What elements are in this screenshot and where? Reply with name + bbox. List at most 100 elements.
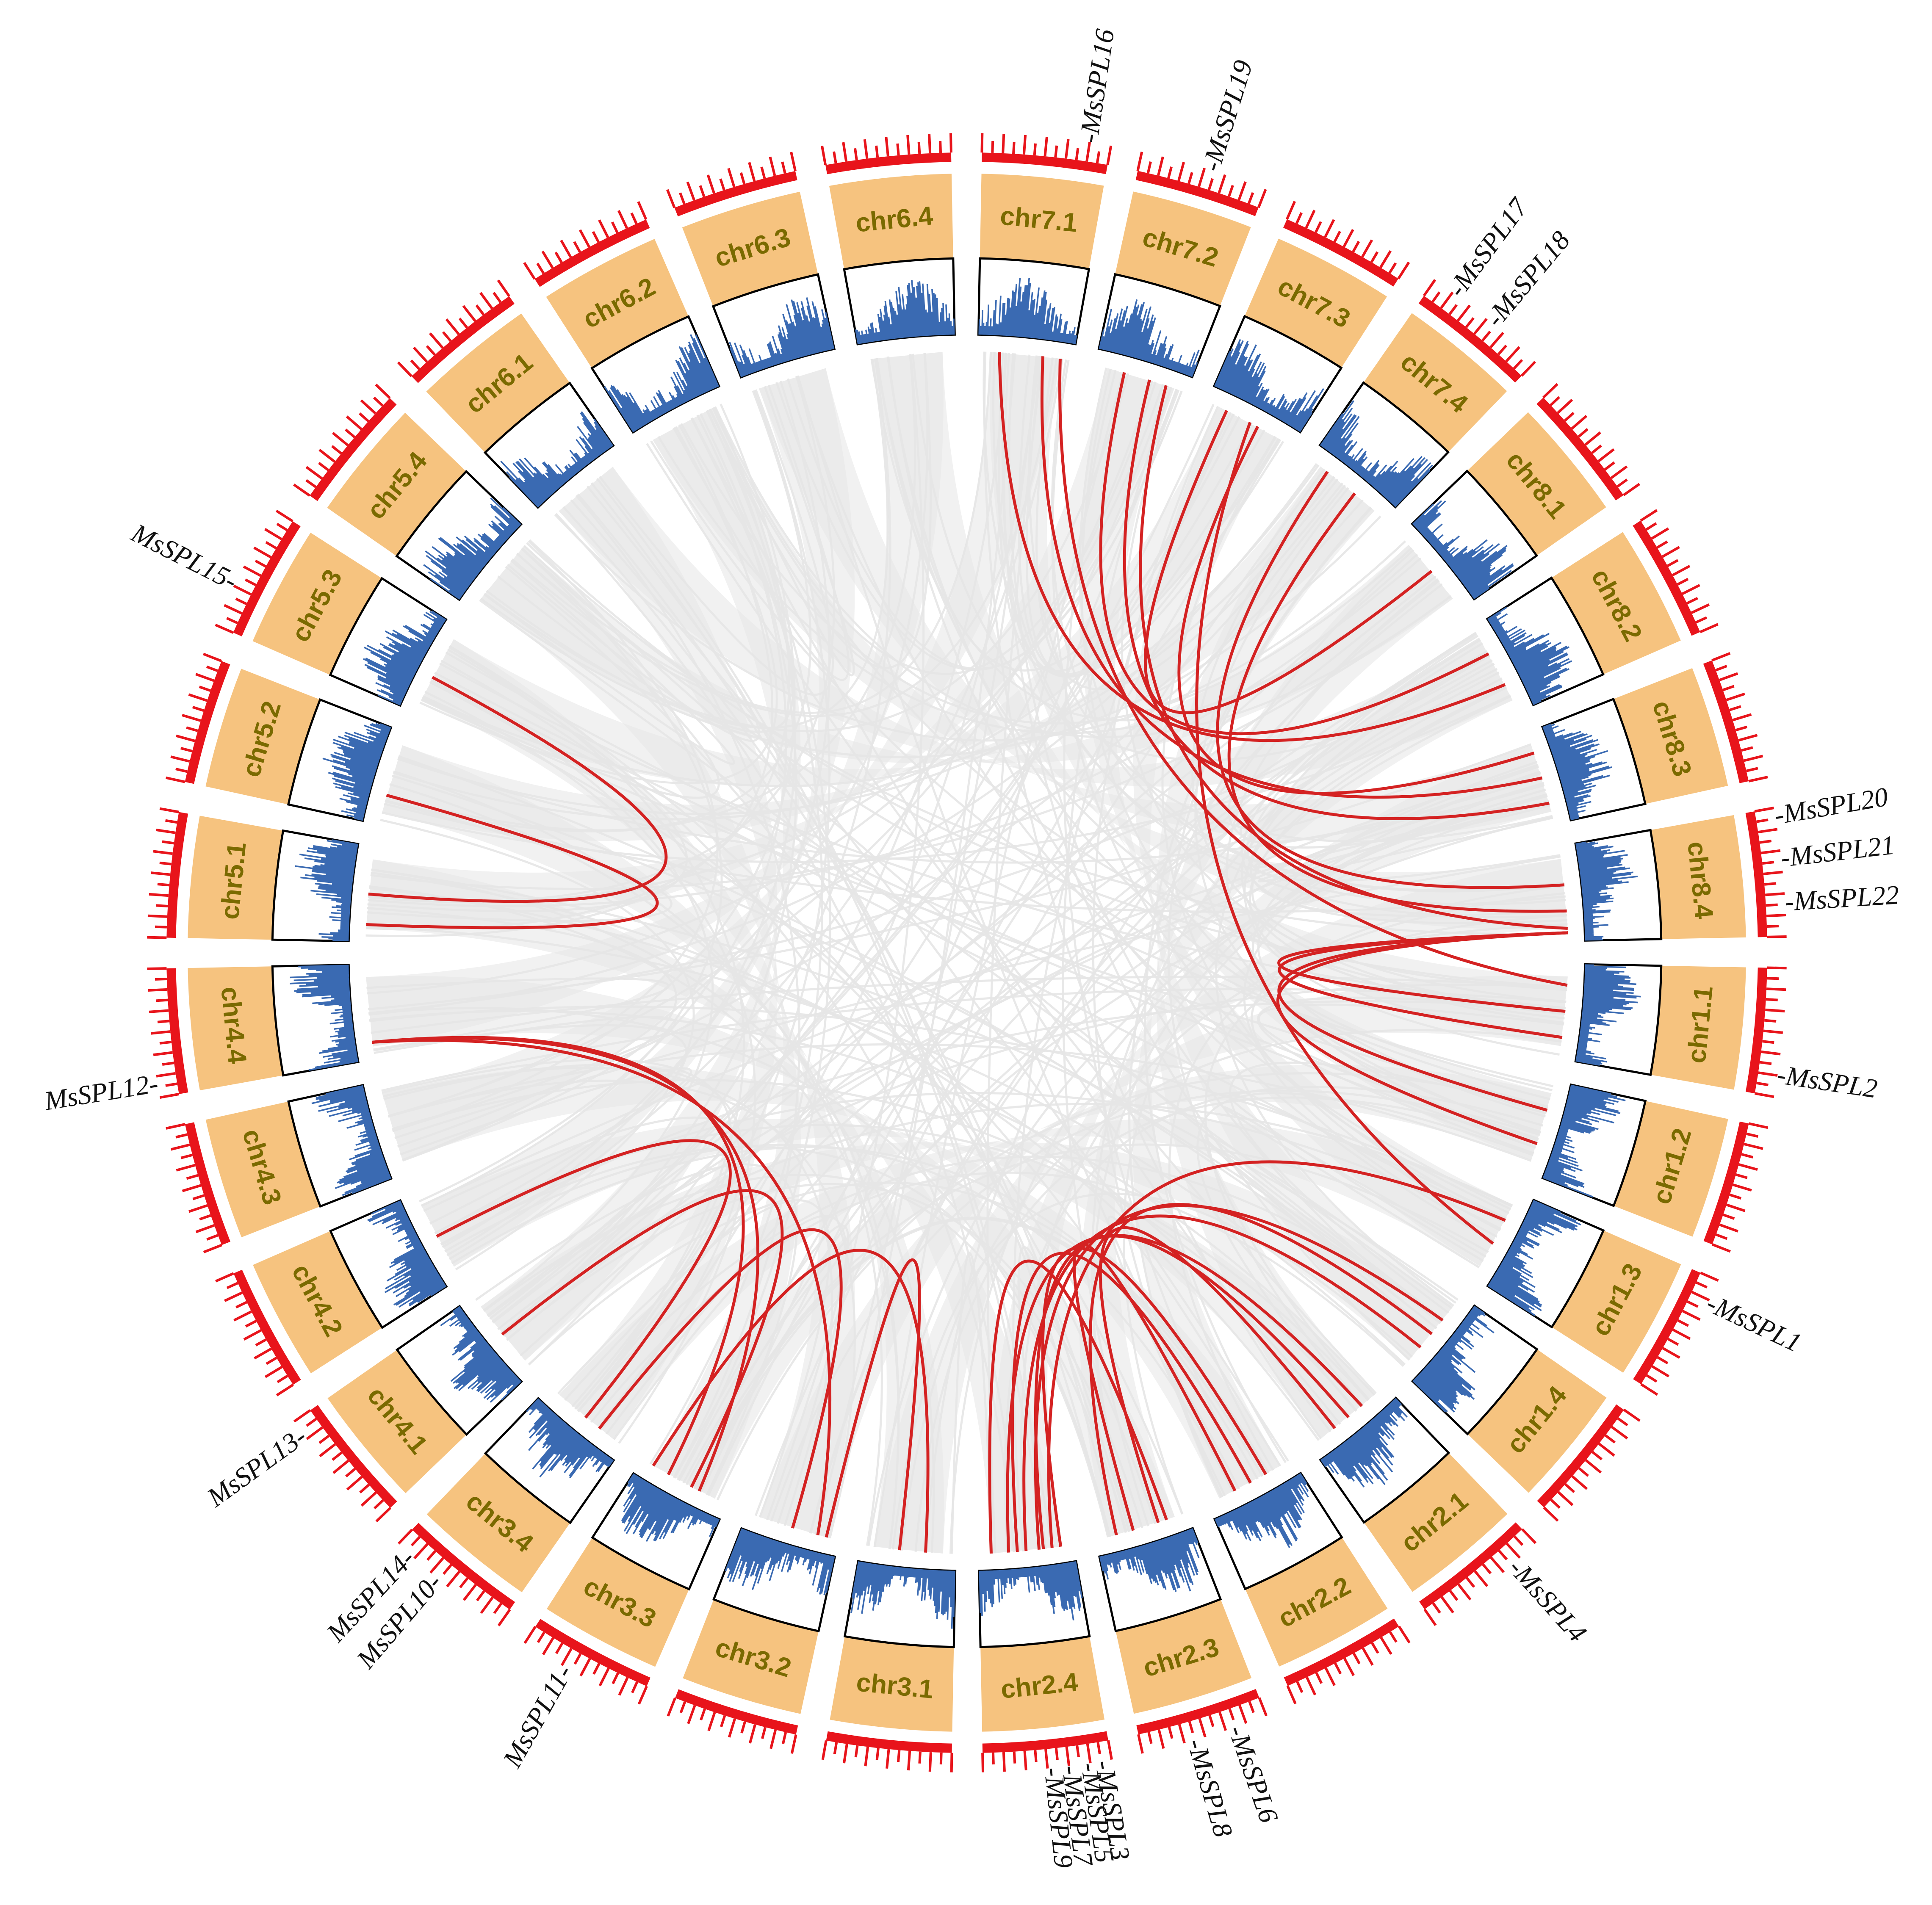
tick-mark xyxy=(917,142,921,154)
ideogram-band xyxy=(253,1231,382,1374)
tick-mark xyxy=(1440,1596,1454,1614)
gene-label: -MsSPL2 xyxy=(1775,1059,1879,1103)
tick-mark xyxy=(1645,522,1657,531)
density-track xyxy=(603,334,719,433)
tick-mark xyxy=(1227,185,1234,197)
tick-mark xyxy=(226,1282,238,1289)
tick-mark xyxy=(637,1686,648,1705)
tick-mark xyxy=(1550,396,1560,406)
tick-mark xyxy=(446,1570,460,1587)
tick-mark xyxy=(1044,1749,1049,1769)
tick-mark xyxy=(536,263,545,274)
tick-mark xyxy=(1759,839,1772,844)
tick-mark xyxy=(1763,871,1783,875)
tick-mark xyxy=(719,178,725,191)
synteny-ribbon xyxy=(559,467,1513,787)
tick-mark xyxy=(928,133,932,154)
density-track xyxy=(1320,1398,1408,1488)
tick-mark xyxy=(1640,1383,1658,1396)
tick-mark xyxy=(265,541,277,550)
tick-mark xyxy=(462,305,476,322)
tick-mark xyxy=(573,1653,582,1665)
ideogram-band xyxy=(1115,1599,1252,1714)
tick-mark xyxy=(1761,1050,1781,1056)
tick-mark xyxy=(1076,1745,1080,1758)
ideogram-band xyxy=(682,191,818,307)
tick-mark xyxy=(1498,1549,1508,1560)
tick-mark xyxy=(203,1244,222,1253)
tick-mark xyxy=(1719,1223,1738,1233)
tick-mark xyxy=(842,1744,848,1764)
tick-mark xyxy=(245,1319,257,1328)
tick-mark xyxy=(1610,465,1628,479)
tick-mark xyxy=(182,1184,202,1192)
tick-mark xyxy=(1002,133,1005,154)
tick-mark xyxy=(319,1443,336,1457)
tick-mark xyxy=(612,1672,619,1684)
tick-mark xyxy=(1755,1092,1774,1098)
spl-link xyxy=(1195,422,1494,1245)
tick-band xyxy=(1284,1618,1399,1686)
tick-mark xyxy=(1218,174,1226,194)
tick-mark xyxy=(1167,166,1173,179)
tick-mark xyxy=(360,1491,377,1507)
tick-mark xyxy=(1379,250,1392,268)
tick-mark xyxy=(1738,1163,1758,1171)
tick-mark xyxy=(1258,1697,1268,1717)
tick-mark xyxy=(1732,1183,1752,1192)
tick-mark xyxy=(1286,201,1296,220)
tick-mark xyxy=(165,1082,177,1087)
tick-mark xyxy=(156,828,176,834)
synteny-ribbon xyxy=(1079,639,1513,1537)
tick-mark xyxy=(1315,221,1322,233)
tick-mark xyxy=(1423,279,1437,297)
tick-mark xyxy=(885,137,889,157)
tick-mark xyxy=(1324,219,1335,238)
density-track xyxy=(423,497,521,600)
tick-mark xyxy=(1096,1742,1101,1754)
tick-mark xyxy=(760,166,766,179)
tick-mark xyxy=(1699,623,1719,633)
density-track xyxy=(725,1528,835,1595)
chromosome-chr6.4: chr6.4 xyxy=(821,133,956,346)
tick-mark xyxy=(493,292,502,303)
tick-mark xyxy=(346,1476,363,1491)
tick-mark xyxy=(462,1584,477,1601)
tick-mark xyxy=(1700,1272,1719,1282)
synteny-ribbon xyxy=(990,744,1552,1554)
spl-link xyxy=(825,1258,921,1551)
tick-mark xyxy=(1672,1328,1691,1340)
tick-mark xyxy=(1362,1647,1374,1666)
tick-mark xyxy=(1106,145,1113,165)
tick-mark xyxy=(1715,665,1727,672)
gene-label: MsSPL15- xyxy=(127,517,243,596)
tick-mark xyxy=(1146,161,1152,174)
tick-mark xyxy=(331,445,342,455)
tick-mark xyxy=(1187,172,1193,184)
tick-mark xyxy=(195,1224,215,1233)
tick-mark xyxy=(1075,148,1079,160)
tick-mark xyxy=(1457,304,1471,322)
tick-mark xyxy=(1012,142,1016,154)
density-track xyxy=(500,411,614,508)
chromosome-chr3.3: chr3.3 xyxy=(523,1472,721,1705)
tick-mark xyxy=(1661,546,1680,558)
tick-mark xyxy=(215,623,234,634)
tick-mark xyxy=(150,871,171,876)
tick-mark xyxy=(1741,746,1753,752)
tick-band xyxy=(1418,296,1522,383)
tick-mark xyxy=(1296,1681,1304,1693)
tick-mark xyxy=(493,1603,502,1614)
tick-mark xyxy=(497,1609,511,1626)
tick-mark xyxy=(907,1750,911,1771)
tick-mark xyxy=(1542,383,1558,399)
tick-mark xyxy=(360,399,376,415)
tick-mark xyxy=(1440,291,1454,309)
tick-mark xyxy=(853,148,858,160)
spl-link xyxy=(1022,1214,1422,1551)
density-track xyxy=(363,611,446,706)
tick-band xyxy=(185,661,230,784)
tick-mark xyxy=(277,1374,288,1383)
density-frame xyxy=(1213,1471,1343,1590)
tick-mark xyxy=(397,361,413,377)
